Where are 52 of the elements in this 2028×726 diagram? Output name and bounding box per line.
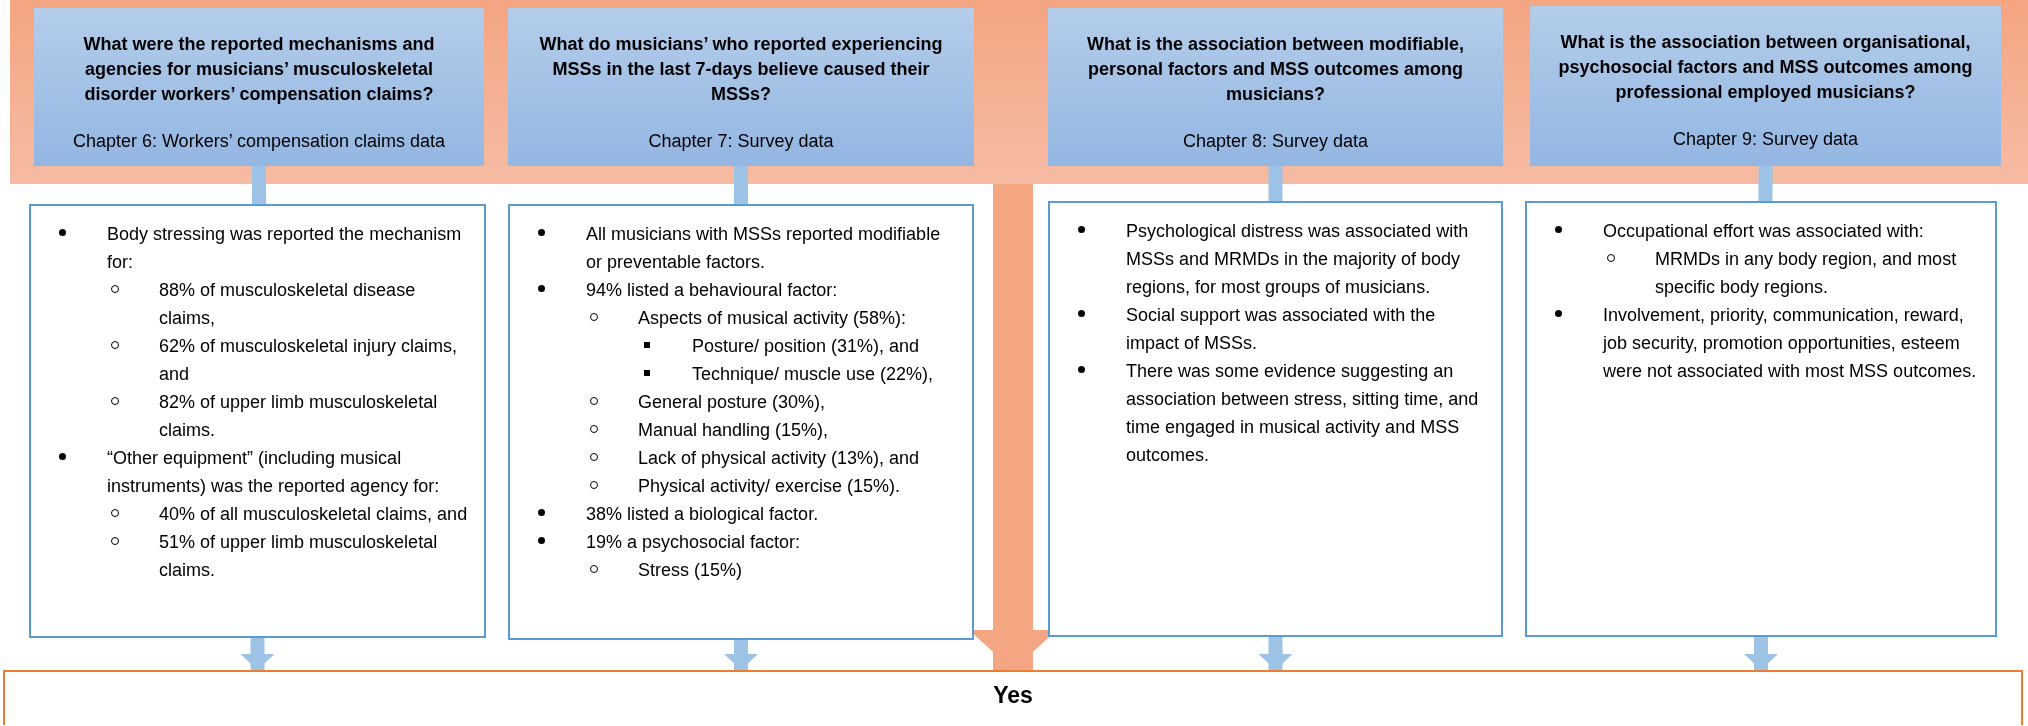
connector-bar [1758,166,1773,201]
band-background [10,0,2028,184]
finding-text: 62% of musculoskeletal injury claims, and [159,335,459,386]
finding-text: Occupational effort was associated with: [1603,220,1924,243]
question-box [508,8,974,166]
finding-text: All musicians with MSSs reported modifiable or preventable factors. [586,223,942,274]
arrow [724,640,758,670]
findings-box [1525,201,1997,637]
question-text: What do musicians’ who reported experiencing MSSs in the last 7-days believe caused their MSSs? [538,33,944,106]
finding-text: Social support was associated with the impact of MSSs. [1126,304,1437,355]
chapter-label: Chapter 6: Workers’ compensation claims data [72,130,446,153]
chapter-label: Chapter 9: Survey data [1672,128,1859,151]
findings-box [1048,201,1503,637]
finding-text: Physical activity/ exercise (15%). [638,475,901,498]
connector-bar [252,166,266,204]
finding-text: Technique/ muscle use (22%), [692,363,934,386]
finding-text: Manual handling (15%), [638,419,829,442]
question-box [1530,6,2001,166]
connector-bar [734,166,748,204]
chapter-label: Chapter 8: Survey data [1182,130,1369,153]
finding-text: 40% of all musculoskeletal claims, and [159,503,468,526]
arrow [1744,637,1778,670]
conclusion-box [3,670,2023,725]
connector-bar [1268,166,1283,201]
finding-text: Lack of physical activity (13%), and [638,447,920,470]
question-box [1048,8,1503,166]
finding-text: Stress (15%) [638,559,743,582]
question-box [34,8,484,166]
finding-text: There was some evidence suggesting an association between stress, sitting time, and time engaged in musical activity and MSS outcomes. [1126,360,1480,467]
arrow [240,638,275,670]
finding-text: 88% of musculoskeletal disease claims, [159,279,417,330]
findings-box [508,204,974,640]
finding-text: 82% of upper limb musculoskeletal claims. [159,391,439,442]
finding-text: Involvement, priority, communication, reward, job security, promotion opportunities, esteem were not associated with most MSS outcomes. [1603,304,1978,383]
chapter-label: Chapter 7: Survey data [648,130,834,153]
findings-box [29,204,486,638]
finding-text: “Other equipment” (including musical instruments) was the reported agency for: [107,447,441,498]
finding-text: Posture/ position (31%), and [692,335,920,358]
question-text: What is the association between organisational, psychosocial factors and MSS outcomes among professional employed musicians? [1557,31,1974,104]
finding-text: 19% a psychosocial factor: [586,531,801,554]
finding-text: Aspects of musical activity (58%): [638,307,907,330]
conclusion-text: Yes [993,681,1033,710]
finding-text: 94% listed a behavioural factor: [586,279,838,302]
finding-text: 51% of upper limb musculoskeletal claims. [159,531,439,582]
question-text: What were the reported mechanisms and agencies for musicians’ musculoskeletal disorder workers’ compensation claims? [82,33,436,106]
finding-text: MRMDs in any body region, and most specific body regions. [1655,248,1958,299]
arrow [1258,637,1293,670]
finding-text: Psychological distress was associated with MSSs and MRMDs in the majority of body regions, for most groups of musicians. [1126,220,1470,299]
finding-text: 38% listed a biological factor. [586,503,819,526]
finding-text: Body stressing was reported the mechanism for: [107,223,463,274]
finding-text: General posture (30%), [638,391,826,414]
question-text: What is the association between modifiable, personal factors and MSS outcomes among musicians? [1085,33,1466,106]
